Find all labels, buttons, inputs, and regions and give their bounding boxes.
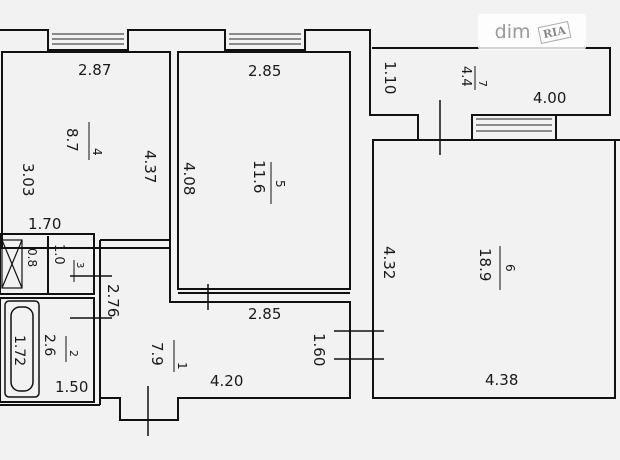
room-7-area: 4.4 bbox=[458, 66, 473, 87]
toilet-symbol bbox=[1, 239, 23, 289]
room-3-labels: 1.0 3 0.8 bbox=[25, 244, 85, 268]
room-3-area: 1.0 bbox=[51, 244, 66, 265]
room-1-labels: 1.70 2.76 7.9 1 4.20 1.60 bbox=[28, 215, 328, 390]
room-4-width: 3.03 bbox=[19, 163, 37, 196]
room-1-area: 7.9 bbox=[148, 342, 166, 366]
door-marks bbox=[70, 100, 441, 436]
room-3-number: 3 bbox=[74, 262, 85, 268]
area-fraction-lines bbox=[65, 66, 501, 372]
watermark-seal: RIA bbox=[537, 20, 571, 44]
room-4-labels: 2.87 3.03 8.7 4 4.37 bbox=[19, 61, 159, 196]
room-1-top-length: 1.70 bbox=[28, 215, 61, 233]
room-5-depth: 4.08 bbox=[180, 162, 198, 195]
room-2-number: 2 bbox=[67, 350, 80, 357]
room-5-labels: 2.85 4.08 11.6 5 2.85 bbox=[180, 62, 287, 323]
room-6-area: 18.9 bbox=[476, 248, 494, 281]
room-6-length: 4.38 bbox=[485, 371, 518, 389]
room-7-labels: 1.10 4.4 7 4.00 bbox=[381, 61, 566, 107]
room-7-number: 7 bbox=[476, 80, 489, 87]
room-4-length: 2.87 bbox=[78, 61, 111, 79]
room-1-depth: 2.76 bbox=[104, 284, 122, 317]
room-5-area: 11.6 bbox=[250, 160, 268, 193]
walls bbox=[0, 29, 620, 421]
windows bbox=[52, 33, 552, 132]
room-2-length: 1.50 bbox=[55, 378, 88, 396]
room-4-depth: 4.37 bbox=[141, 150, 159, 183]
watermark-logo: dim RIA bbox=[478, 14, 586, 50]
room-1-length: 4.20 bbox=[210, 372, 243, 390]
room-4-area: 8.7 bbox=[63, 128, 81, 152]
room-5-bottom-length: 2.85 bbox=[248, 305, 281, 323]
room-6-number: 6 bbox=[503, 264, 517, 272]
room-1-number: 1 bbox=[175, 362, 189, 370]
room-6-depth: 4.32 bbox=[380, 246, 398, 279]
room-2-labels: 1.72 2.6 2 1.50 bbox=[11, 334, 88, 396]
room-3-depth: 0.8 bbox=[25, 248, 39, 267]
room-5-number: 5 bbox=[273, 180, 287, 188]
room-7-depth: 1.10 bbox=[381, 61, 399, 94]
room-4-number: 4 bbox=[90, 148, 104, 156]
room-5-length: 2.85 bbox=[248, 62, 281, 80]
room-7-length: 4.00 bbox=[533, 89, 566, 107]
bathtub-symbol bbox=[4, 300, 40, 398]
room-6-labels: 4.32 18.9 6 4.38 bbox=[380, 246, 518, 389]
room-2-fixture: 1.72 bbox=[11, 335, 27, 366]
room-2-area: 2.6 bbox=[41, 334, 57, 356]
watermark-brand: dim bbox=[494, 21, 531, 43]
room-1-partition: 1.60 bbox=[310, 333, 328, 366]
